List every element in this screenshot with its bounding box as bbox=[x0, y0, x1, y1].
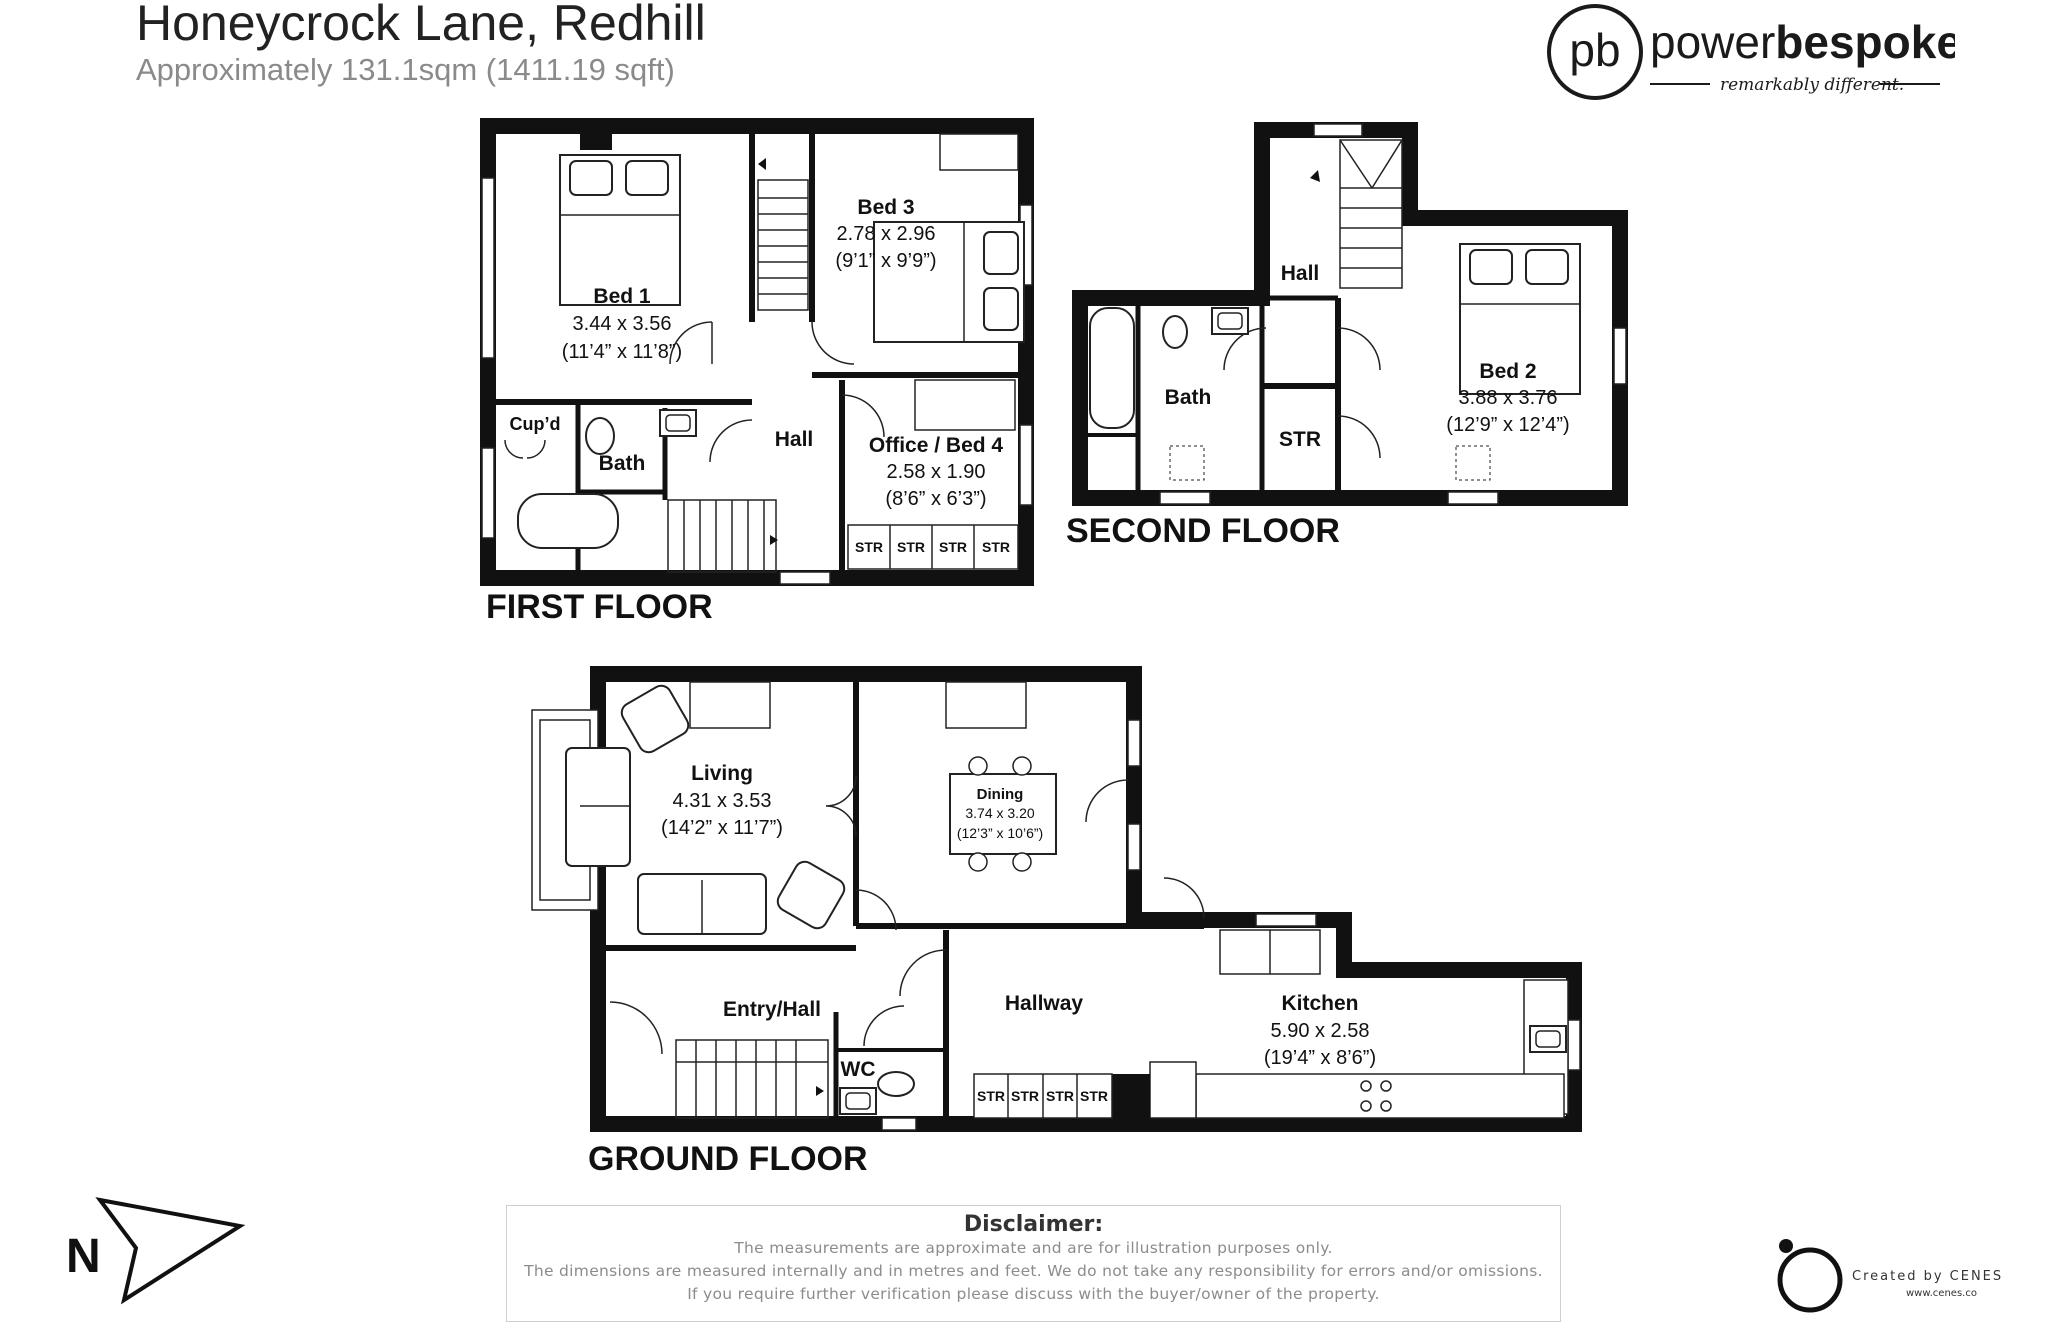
room-imperial-kitchen: (19’4” x 8’6”) bbox=[1264, 1047, 1376, 1069]
first-floor: STR STR STR STR Bed 1 3.44 x 3.56 (11’4”… bbox=[480, 118, 1034, 626]
disclaimer-box: Disclaimer: The measurements are approxi… bbox=[506, 1205, 1561, 1322]
room-metric-bed2: 3.88 x 3.76 bbox=[1459, 387, 1558, 409]
floor-label-ground: GROUND FLOOR bbox=[588, 1140, 868, 1178]
compass-arrow-icon bbox=[95, 1197, 246, 1305]
storage-row: STR STR STR STR bbox=[847, 524, 1019, 570]
storage-label: STR bbox=[977, 1088, 1005, 1104]
floor-label-first: FIRST FLOOR bbox=[486, 588, 713, 626]
storage-label: STR bbox=[982, 539, 1010, 555]
window bbox=[1019, 424, 1033, 506]
logo-name-light: power bbox=[1650, 16, 1775, 68]
storage-row: STR STR STR STR bbox=[973, 1073, 1113, 1119]
powerbespoke-logo: pb powerbespoke remarkably different. bbox=[1547, 4, 1955, 100]
room-name-living: Living bbox=[691, 762, 753, 785]
window bbox=[481, 447, 495, 539]
armchair-icon bbox=[776, 860, 846, 930]
second-floor: Hall Bath STR Bed 2 3.88 x 3.76 (12’9” x… bbox=[1066, 122, 1628, 550]
cenes-logo-icon bbox=[1777, 1247, 1843, 1313]
room-metric-office: 2.58 x 1.90 bbox=[887, 461, 986, 483]
stairs bbox=[667, 179, 809, 573]
toilet-icon bbox=[1162, 315, 1188, 349]
area-subtitle: Approximately 131.1sqm (1411.19 sqft) bbox=[136, 52, 675, 87]
room-name-bed2: Bed 2 bbox=[1479, 360, 1536, 383]
ground-floor: STR STR STR STR Living 4.31 x 3.53 (14’2… bbox=[531, 666, 1582, 1178]
armchair-icon bbox=[620, 684, 690, 754]
sofa-icon bbox=[565, 747, 631, 867]
storage-label: STR bbox=[897, 539, 925, 555]
dining-table-icon bbox=[949, 756, 1057, 872]
room-name-wc: WC bbox=[841, 1058, 876, 1081]
compass-north-label: N bbox=[66, 1230, 101, 1283]
room-imperial-dining: (12’3” x 10’6”) bbox=[957, 825, 1043, 841]
storage-label: STR bbox=[1011, 1088, 1039, 1104]
sink-icon bbox=[839, 1087, 877, 1115]
stairs bbox=[675, 1039, 829, 1119]
room-name-hallway: Hallway bbox=[1005, 992, 1084, 1015]
floor-label-second: SECOND FLOOR bbox=[1066, 512, 1340, 550]
room-name-cupd: Cup’d bbox=[510, 414, 561, 434]
room-name-bath1: Bath bbox=[599, 452, 646, 475]
room-name-hall2: Hall bbox=[1281, 262, 1320, 285]
disclaimer-line: The measurements are approximate and are… bbox=[734, 1239, 1333, 1257]
room-name-bed1: Bed 1 bbox=[593, 285, 651, 308]
room-name-bath2: Bath bbox=[1165, 386, 1212, 409]
logo-ring bbox=[1547, 4, 1643, 100]
credit-url: www.cenes.co bbox=[1906, 1288, 1977, 1299]
disclaimer-line: If you require further verification plea… bbox=[687, 1285, 1380, 1303]
fireplace-icon bbox=[689, 681, 771, 729]
credit-created-by: Created by CENES bbox=[1852, 1269, 2003, 1284]
logo-monogram: pb bbox=[1569, 24, 1620, 76]
room-name-entry: Entry/Hall bbox=[723, 998, 821, 1021]
room-name-dining: Dining bbox=[977, 786, 1024, 803]
disclaimer-line: The dimensions are measured internally a… bbox=[524, 1262, 1543, 1280]
storage-label: STR bbox=[855, 539, 883, 555]
room-name-office: Office / Bed 4 bbox=[869, 434, 1004, 457]
page-title: Honeycrock Lane, Redhill bbox=[136, 0, 706, 51]
room-metric-dining: 3.74 x 3.20 bbox=[965, 805, 1034, 821]
double-bed-icon bbox=[559, 154, 681, 306]
room-name-kitchen: Kitchen bbox=[1281, 992, 1358, 1015]
bathtub-icon bbox=[517, 493, 619, 549]
bathtub-icon bbox=[1089, 307, 1135, 429]
sink-icon bbox=[1529, 1025, 1567, 1053]
toilet-icon bbox=[585, 417, 615, 455]
room-name-bed3: Bed 3 bbox=[857, 196, 914, 219]
room-name-hall1: Hall bbox=[775, 428, 814, 451]
fireplace-icon bbox=[945, 681, 1027, 729]
hob-icon bbox=[1360, 1080, 1392, 1112]
room-imperial-living: (14’2” x 11’7”) bbox=[661, 817, 783, 839]
sink-icon bbox=[1211, 307, 1249, 335]
disclaimer-title: Disclaimer: bbox=[963, 1212, 1104, 1237]
window bbox=[779, 571, 831, 585]
logo-tagline: remarkably different. bbox=[1720, 75, 1904, 95]
stairs bbox=[1339, 139, 1403, 289]
logo-name-bold: bespoke bbox=[1775, 16, 1955, 68]
room-imperial-bed1: (11’4” x 11’8”) bbox=[562, 341, 682, 363]
second-floor-outer-wall bbox=[1072, 122, 1628, 506]
room-metric-bed3: 2.78 x 2.96 bbox=[837, 223, 936, 245]
room-metric-kitchen: 5.90 x 2.58 bbox=[1271, 1020, 1370, 1042]
logo-wordmark: powerbespoke bbox=[1650, 16, 1955, 68]
room-imperial-bed2: (12’9” x 12’4”) bbox=[1446, 414, 1569, 436]
north-compass: N bbox=[66, 1197, 246, 1305]
storage-label: STR bbox=[939, 539, 967, 555]
toilet-icon bbox=[877, 1071, 915, 1097]
room-name-str2: STR bbox=[1279, 428, 1321, 451]
room-imperial-office: (8’6” x 6’3”) bbox=[885, 488, 986, 510]
room-metric-living: 4.31 x 3.53 bbox=[673, 790, 772, 812]
room-metric-bed1: 3.44 x 3.56 bbox=[573, 313, 672, 335]
storage-label: STR bbox=[1080, 1088, 1108, 1104]
window bbox=[481, 177, 495, 359]
room-imperial-bed3: (9’1” x 9’9”) bbox=[835, 250, 936, 272]
storage-label: STR bbox=[1046, 1088, 1074, 1104]
cenes-credit: Created by CENES www.cenes.co bbox=[1777, 1239, 2003, 1313]
sink-icon bbox=[659, 409, 697, 437]
